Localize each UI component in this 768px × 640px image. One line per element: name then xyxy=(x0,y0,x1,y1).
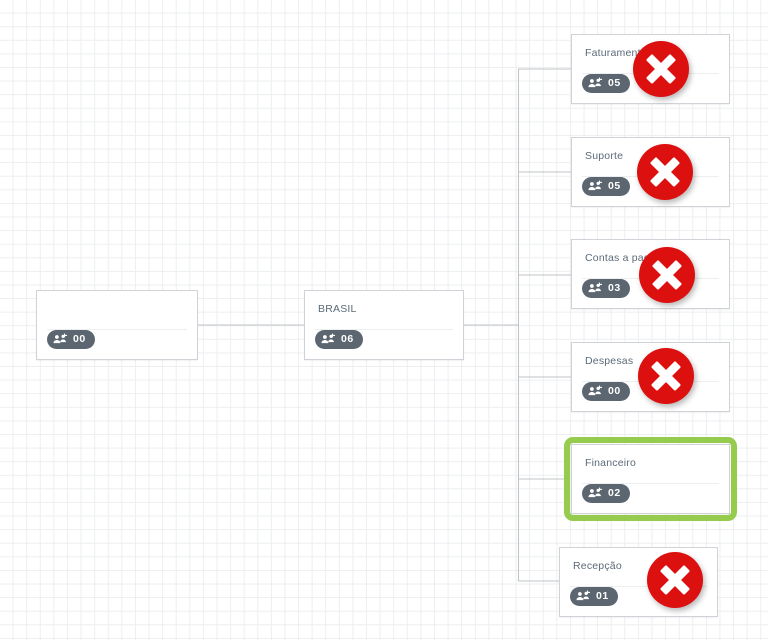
org-node-financeiro[interactable]: Financeiro 02 xyxy=(571,444,730,514)
delete-x-icon-faturamento[interactable] xyxy=(633,41,689,97)
member-count-badge[interactable]: 02 xyxy=(582,484,630,503)
delete-x-icon-recepcao[interactable] xyxy=(647,552,703,608)
member-count-value: 00 xyxy=(608,385,621,398)
node-title: Contas a pagar xyxy=(585,252,660,264)
member-count-badge[interactable]: 03 xyxy=(582,279,630,298)
org-node-brasil[interactable]: BRASIL 06 xyxy=(304,290,464,360)
member-count-value: 01 xyxy=(596,590,609,603)
member-count-badge[interactable]: 05 xyxy=(582,177,630,196)
node-divider xyxy=(315,329,453,330)
node-title: Faturamento xyxy=(585,47,647,59)
member-count-badge[interactable]: 06 xyxy=(315,330,363,349)
node-divider xyxy=(582,483,719,484)
node-title: Suporte xyxy=(585,150,624,162)
node-divider xyxy=(570,586,707,587)
members-group-icon xyxy=(588,180,603,190)
node-title: Recepção xyxy=(573,560,622,572)
member-count-badge[interactable]: 01 xyxy=(570,587,618,606)
member-count-badge[interactable]: 00 xyxy=(582,382,630,401)
member-count-value: 05 xyxy=(608,77,621,90)
node-title: BRASIL xyxy=(318,303,357,315)
delete-x-icon-despesas[interactable] xyxy=(638,348,694,404)
member-count-value: 02 xyxy=(608,487,621,500)
member-count-value: 06 xyxy=(341,333,354,346)
delete-x-icon-suporte[interactable] xyxy=(637,144,693,200)
member-count-value: 05 xyxy=(608,180,621,193)
member-count-badge[interactable]: 00 xyxy=(47,330,95,349)
member-count-value: 03 xyxy=(608,282,621,295)
org-node-root[interactable]: 00 xyxy=(36,290,198,360)
members-group-icon xyxy=(53,333,68,343)
members-group-icon xyxy=(588,282,603,292)
members-group-icon xyxy=(588,487,603,497)
members-group-icon xyxy=(588,385,603,395)
delete-x-icon-contas-a-pagar[interactable] xyxy=(639,247,695,303)
node-divider xyxy=(47,329,187,330)
node-title: Financeiro xyxy=(585,457,637,469)
members-group-icon xyxy=(321,333,336,343)
members-group-icon xyxy=(576,590,591,600)
member-count-badge[interactable]: 05 xyxy=(582,74,630,93)
members-group-icon xyxy=(588,77,603,87)
node-title: Despesas xyxy=(585,355,634,367)
member-count-value: 00 xyxy=(73,333,86,346)
